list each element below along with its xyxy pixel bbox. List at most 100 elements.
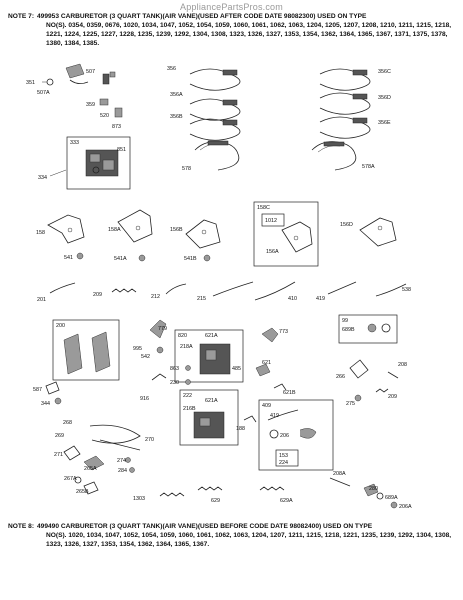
part-629-spring: 629	[197, 486, 223, 504]
callout-333: 333	[70, 140, 79, 146]
part-274-284-group: 274 284	[117, 457, 135, 474]
callout-208: 208	[398, 362, 407, 368]
callout-344: 344	[41, 401, 50, 407]
callout-201: 201	[37, 297, 46, 303]
part-156b-bracket: 156B	[170, 219, 221, 249]
callout-629a: 629A	[280, 498, 293, 504]
watermark: AppliancePartsPros.com	[180, 2, 283, 12]
part-541-screws: 541 541A 541B	[64, 252, 211, 262]
callout-621: 621	[262, 360, 271, 366]
part-158c-kit: 158C 1012 156A	[253, 201, 319, 267]
part-201-link: 201	[37, 282, 76, 303]
part-268-270-group: 268 269 270	[55, 420, 154, 451]
part-419-link: 419	[316, 281, 357, 302]
note-7: NOTE 7:499953 CARBURETOR (3 QUART TANK)(…	[8, 12, 460, 48]
note-7-body: NO(S). 0354, 0359, 0676, 1020, 1034, 104…	[46, 22, 452, 47]
callout-356d: 356D	[378, 95, 391, 101]
part-188-621b-group: 188 621B	[236, 383, 296, 432]
callout-863: 863	[170, 366, 179, 372]
callout-356b: 356B	[170, 114, 183, 120]
part-779-995-group: 779 995 542 916	[133, 319, 167, 402]
callout-208a: 208A	[333, 471, 346, 477]
callout-1012: 1012	[265, 218, 277, 224]
note-7-heading: 499953 CARBURETOR (3 QUART TANK)(AIR VAN…	[37, 13, 367, 20]
callout-267a: 267A	[64, 476, 77, 482]
callout-284: 284	[118, 468, 127, 474]
callout-356: 356	[167, 66, 176, 72]
part-356c-cables: 356C 356D 356E	[319, 68, 391, 139]
callout-156b: 156B	[170, 227, 183, 233]
callout-995: 995	[133, 346, 142, 352]
callout-851: 851	[117, 147, 126, 153]
callout-209: 209	[93, 292, 102, 298]
callout-356e: 356E	[378, 120, 391, 126]
part-222-kit: 222 621A 216B	[179, 389, 239, 446]
part-333-carburetor: 333 851 334	[38, 136, 131, 190]
part-209-spring: 209	[93, 288, 137, 298]
part-351-group: 351	[26, 78, 54, 86]
callout-541b: 541B	[184, 256, 197, 262]
part-212-link: 212	[151, 283, 187, 300]
callout-270: 270	[145, 437, 154, 443]
callout-224: 224	[279, 460, 288, 466]
callout-1303: 1303	[133, 496, 145, 502]
part-587-344-group: 587 344	[33, 381, 62, 407]
callout-873: 873	[112, 124, 121, 130]
part-99-kit: 99 689B	[338, 314, 398, 344]
callout-156a: 156A	[266, 249, 279, 255]
note-7-lead: NOTE 7:	[8, 13, 35, 20]
callout-158: 158	[36, 230, 45, 236]
part-820-kit: 820 621A 218A 485	[174, 329, 244, 383]
callout-410: 410	[288, 296, 297, 302]
note-8-lead: NOTE 8:	[8, 523, 35, 530]
callout-916: 916	[140, 396, 149, 402]
callout-215: 215	[197, 296, 206, 302]
callout-820: 820	[178, 333, 187, 339]
part-863-230-group: 863 230	[170, 365, 191, 386]
callout-689a: 689A	[385, 495, 398, 501]
callout-269: 269	[55, 433, 64, 439]
callout-334: 334	[38, 175, 47, 181]
callout-212: 212	[151, 294, 160, 300]
callout-409: 409	[262, 403, 271, 409]
callout-206a: 206A	[399, 504, 412, 510]
callout-200: 200	[56, 323, 65, 329]
part-200-airfilter-kit: 200	[52, 319, 120, 381]
callout-542: 542	[141, 354, 150, 360]
callout-621a-lower: 621A	[205, 398, 218, 404]
callout-520: 520	[100, 113, 109, 119]
part-156d-bracket: 156D	[340, 217, 397, 247]
callout-280: 280	[369, 486, 378, 492]
callout-99: 99	[342, 318, 348, 324]
part-1303-spring: 1303	[133, 492, 185, 502]
callout-578: 578	[182, 166, 191, 172]
callout-507a: 507A	[37, 90, 50, 96]
callout-156d: 156D	[340, 222, 353, 228]
part-158a-bracket: 158A	[108, 209, 153, 243]
callout-587: 587	[33, 387, 42, 393]
callout-222: 222	[183, 393, 192, 399]
callout-158a: 158A	[108, 227, 121, 233]
callout-419-upper: 419	[316, 296, 325, 302]
part-507-group: 507 507A	[37, 63, 95, 96]
callout-621a: 621A	[205, 333, 218, 339]
callout-188: 188	[236, 426, 245, 432]
part-359-group: 359	[86, 71, 116, 108]
part-266-208-275-group: 266 208 275 209	[336, 359, 407, 407]
callout-541: 541	[64, 255, 73, 261]
part-629a-spring: 629A	[259, 486, 293, 504]
callout-578a: 578A	[362, 164, 375, 170]
callout-485: 485	[232, 366, 241, 372]
callout-230: 230	[170, 380, 179, 386]
callout-779: 779	[158, 326, 167, 332]
part-409-kit: 409 419 206 153 224	[258, 399, 334, 471]
callout-351: 351	[26, 80, 35, 86]
callout-265a: 265A	[84, 466, 97, 472]
callout-419-lower: 419	[270, 413, 279, 419]
callout-621b: 621B	[283, 390, 296, 396]
callout-266: 266	[336, 374, 345, 380]
part-410-link: 410	[254, 281, 297, 302]
callout-274: 274	[117, 458, 126, 464]
part-271-267a-group: 271 265A 267A 265B	[54, 445, 105, 495]
